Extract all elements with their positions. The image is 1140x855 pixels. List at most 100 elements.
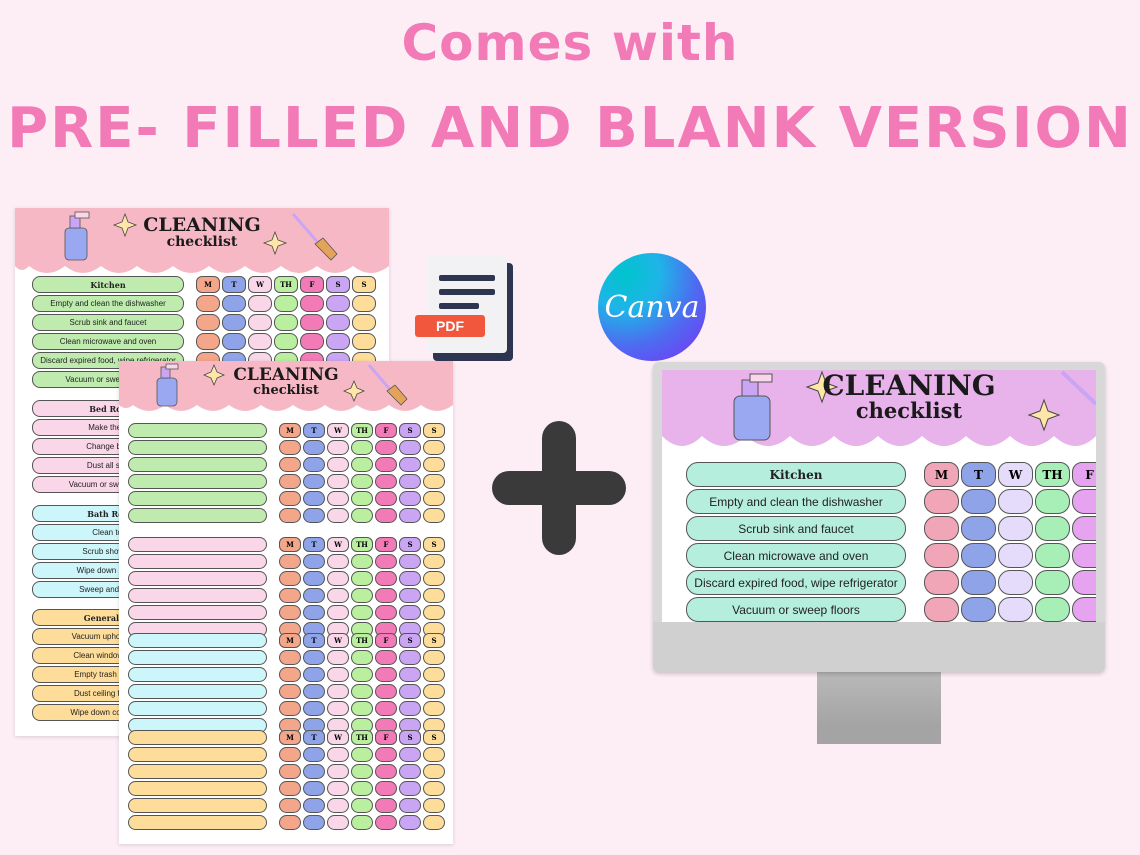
- screen-day-header: W: [998, 462, 1033, 487]
- screen-check-cell: [998, 516, 1033, 541]
- check-cell: [351, 571, 373, 586]
- day-header: TH: [274, 276, 298, 293]
- check-cell: [399, 605, 421, 620]
- monitor-chin: [653, 622, 1105, 672]
- plus-horizontal-bar: [492, 471, 626, 505]
- check-cell: [399, 491, 421, 506]
- check-cell: [274, 333, 298, 350]
- check-cell: [423, 474, 445, 489]
- screen-check-cell: [961, 597, 996, 622]
- blank-task-slot: [128, 554, 267, 569]
- sparkle-icon: [1027, 398, 1061, 432]
- section-heading: Kitchen: [32, 276, 184, 293]
- blank-task-slot: [128, 650, 267, 665]
- check-cell: [274, 314, 298, 331]
- blank-task-slot: [128, 588, 267, 603]
- check-cell: [303, 764, 325, 779]
- check-cell: [300, 333, 324, 350]
- blank-task-slot: [128, 423, 267, 438]
- check-cell: [375, 440, 397, 455]
- check-cell: [375, 747, 397, 762]
- screen-check-cell: [924, 489, 959, 514]
- check-cell: [399, 440, 421, 455]
- check-cell: [375, 667, 397, 682]
- check-cell: [279, 440, 301, 455]
- check-cell: [399, 798, 421, 813]
- day-header: M: [279, 633, 301, 648]
- check-cell: [375, 491, 397, 506]
- check-cell: [279, 798, 301, 813]
- check-cell: [423, 491, 445, 506]
- check-cell: [423, 701, 445, 716]
- check-cell: [375, 798, 397, 813]
- sparkle-icon: [805, 370, 839, 404]
- check-cell: [279, 491, 301, 506]
- check-cell: [303, 491, 325, 506]
- screen-task-item: Empty and clean the dishwasher: [686, 489, 906, 514]
- check-cell: [351, 798, 373, 813]
- check-cell: [351, 474, 373, 489]
- broom-icon: [291, 213, 338, 261]
- screen-check-cell: [998, 489, 1033, 514]
- check-cell: [279, 667, 301, 682]
- screen-check-cell: [1035, 489, 1070, 514]
- day-header: M: [279, 730, 301, 745]
- check-cell: [351, 747, 373, 762]
- check-cell: [279, 701, 301, 716]
- day-header: T: [303, 537, 325, 552]
- day-header: S: [326, 276, 350, 293]
- check-cell: [327, 554, 349, 569]
- sheet-header-scallop: [119, 361, 453, 411]
- sparkle-icon: [262, 230, 288, 256]
- day-header: W: [327, 633, 349, 648]
- check-cell: [327, 764, 349, 779]
- check-cell: [274, 295, 298, 312]
- check-cell: [327, 701, 349, 716]
- monitor-stand-base: [817, 726, 941, 744]
- check-cell: [423, 781, 445, 796]
- check-cell: [375, 508, 397, 523]
- check-cell: [399, 815, 421, 830]
- check-cell: [222, 333, 246, 350]
- check-cell: [303, 781, 325, 796]
- check-cell: [375, 650, 397, 665]
- broom-icon: [367, 364, 408, 406]
- check-cell: [352, 295, 376, 312]
- check-cell: [399, 508, 421, 523]
- screen-check-cell: [924, 516, 959, 541]
- day-header: S: [399, 730, 421, 745]
- day-header: F: [300, 276, 324, 293]
- check-cell: [423, 457, 445, 472]
- day-header: TH: [351, 633, 373, 648]
- check-cell: [279, 684, 301, 699]
- screen-day-header: TH: [1035, 462, 1070, 487]
- check-cell: [279, 747, 301, 762]
- check-cell: [327, 798, 349, 813]
- check-cell: [351, 491, 373, 506]
- screen-day-header: M: [924, 462, 959, 487]
- check-cell: [351, 554, 373, 569]
- sheet-title: CLEANING checklist: [119, 367, 453, 398]
- check-cell: [303, 798, 325, 813]
- blank-task-slot: [128, 667, 267, 682]
- check-cell: [279, 571, 301, 586]
- screen-check-cell: [924, 570, 959, 595]
- spray-bottle-icon: [64, 211, 90, 261]
- check-cell: [423, 815, 445, 830]
- check-cell: [375, 554, 397, 569]
- check-cell: [423, 554, 445, 569]
- sheet-header-scallop: [15, 208, 389, 273]
- check-cell: [327, 667, 349, 682]
- check-cell: [375, 474, 397, 489]
- check-cell: [300, 314, 324, 331]
- screen-check-cell: [1035, 543, 1070, 568]
- check-cell: [326, 333, 350, 350]
- day-header: T: [303, 633, 325, 648]
- check-cell: [248, 333, 272, 350]
- day-header: M: [279, 537, 301, 552]
- check-cell: [303, 747, 325, 762]
- check-cell: [399, 457, 421, 472]
- title-checklist: checklist: [253, 383, 319, 398]
- check-cell: [303, 440, 325, 455]
